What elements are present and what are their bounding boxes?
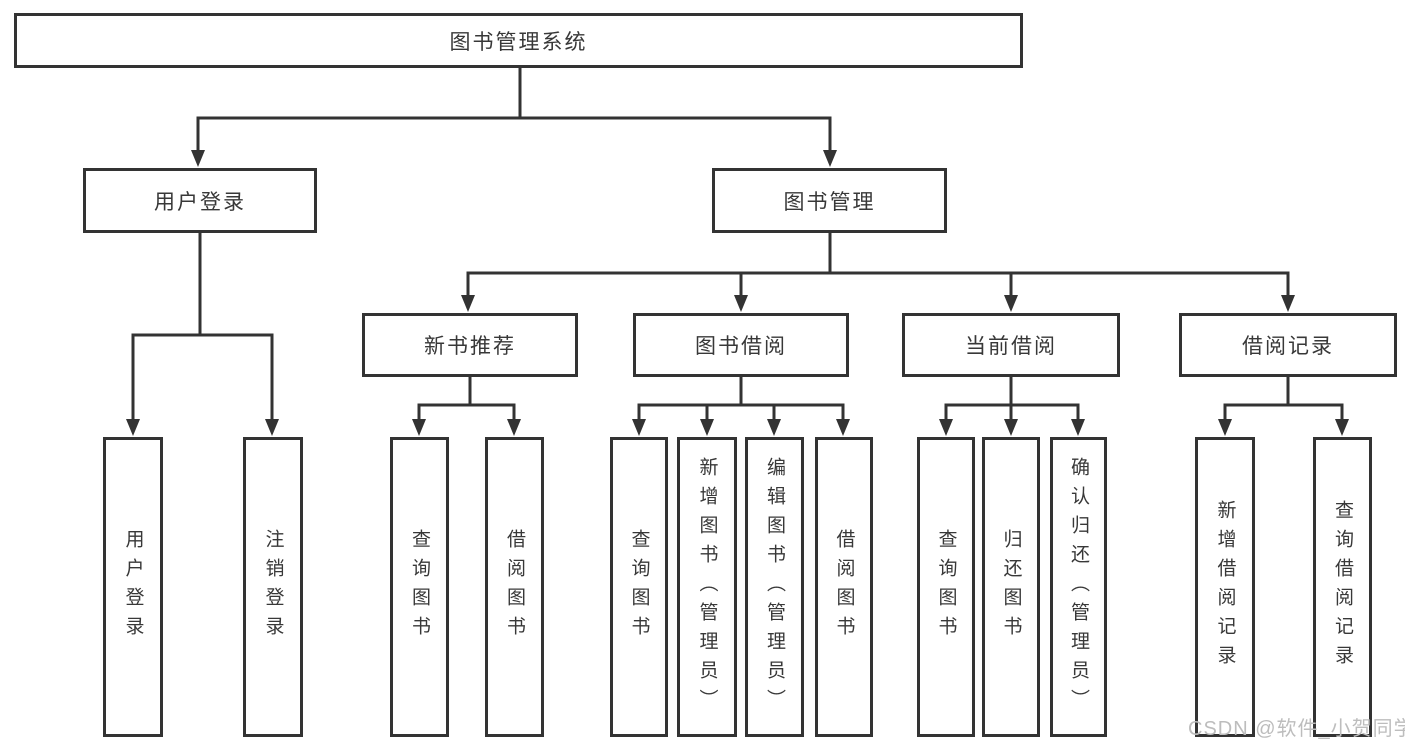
node-library-management-system: 图书管理系统 <box>14 13 1023 68</box>
node-borrowing-records-label: 借阅记录 <box>1242 335 1334 358</box>
leaf-add-borrow-record: 新增借阅记录 <box>1195 437 1255 737</box>
watermark: CSDN @软件_小贺同学 <box>1188 718 1405 740</box>
leaf-add-borrow-record-label: 新增借阅记录 <box>1214 500 1236 674</box>
leaf-borrow-books-recommend-label: 借阅图书 <box>504 529 525 645</box>
leaf-add-book-admin-label: 新增图书（管理员） <box>696 456 718 718</box>
leaf-confirm-return-admin: 确认归还（管理员） <box>1050 437 1107 737</box>
leaf-user-login-label: 用户登录 <box>122 529 144 645</box>
node-new-book-recommend: 新书推荐 <box>362 313 578 377</box>
leaf-edit-book-admin: 编辑图书（管理员） <box>745 437 804 737</box>
node-current-borrowing-label: 当前借阅 <box>965 335 1057 358</box>
leaf-user-login: 用户登录 <box>103 437 163 737</box>
node-book-borrowing-label: 图书借阅 <box>695 335 787 358</box>
leaf-add-book-admin: 新增图书（管理员） <box>677 437 737 737</box>
leaf-edit-book-admin-label: 编辑图书（管理员） <box>764 456 785 718</box>
leaf-query-borrow-record: 查询借阅记录 <box>1313 437 1372 737</box>
leaf-query-books-current: 查询图书 <box>917 437 975 737</box>
leaf-borrow-books-borrowing-label: 借阅图书 <box>833 529 855 645</box>
leaf-query-borrow-record-label: 查询借阅记录 <box>1332 500 1353 674</box>
node-current-borrowing: 当前借阅 <box>902 313 1120 377</box>
leaf-logout-label: 注销登录 <box>262 529 284 645</box>
leaf-return-book-label: 归还图书 <box>1000 529 1022 645</box>
node-borrowing-records: 借阅记录 <box>1179 313 1397 377</box>
leaf-query-books-recommend-label: 查询图书 <box>409 529 430 645</box>
node-book-management: 图书管理 <box>712 168 947 233</box>
node-book-borrowing: 图书借阅 <box>633 313 849 377</box>
leaf-query-books-recommend: 查询图书 <box>390 437 449 737</box>
leaf-confirm-return-admin-label: 确认归还（管理员） <box>1068 456 1089 718</box>
node-new-book-recommend-label: 新书推荐 <box>424 335 516 358</box>
node-user-login-label: 用户登录 <box>154 190 246 214</box>
node-library-management-system-label: 图书管理系统 <box>449 30 588 54</box>
leaf-logout: 注销登录 <box>243 437 303 737</box>
node-book-management-label: 图书管理 <box>783 190 876 214</box>
leaf-query-books-current-label: 查询图书 <box>935 529 957 645</box>
leaf-borrow-books-borrowing: 借阅图书 <box>815 437 873 737</box>
node-user-login: 用户登录 <box>83 168 317 233</box>
leaf-return-book: 归还图书 <box>982 437 1040 737</box>
leaf-query-books-borrowing-label: 查询图书 <box>628 529 650 645</box>
leaf-query-books-borrowing: 查询图书 <box>610 437 668 737</box>
leaf-borrow-books-recommend: 借阅图书 <box>485 437 544 737</box>
